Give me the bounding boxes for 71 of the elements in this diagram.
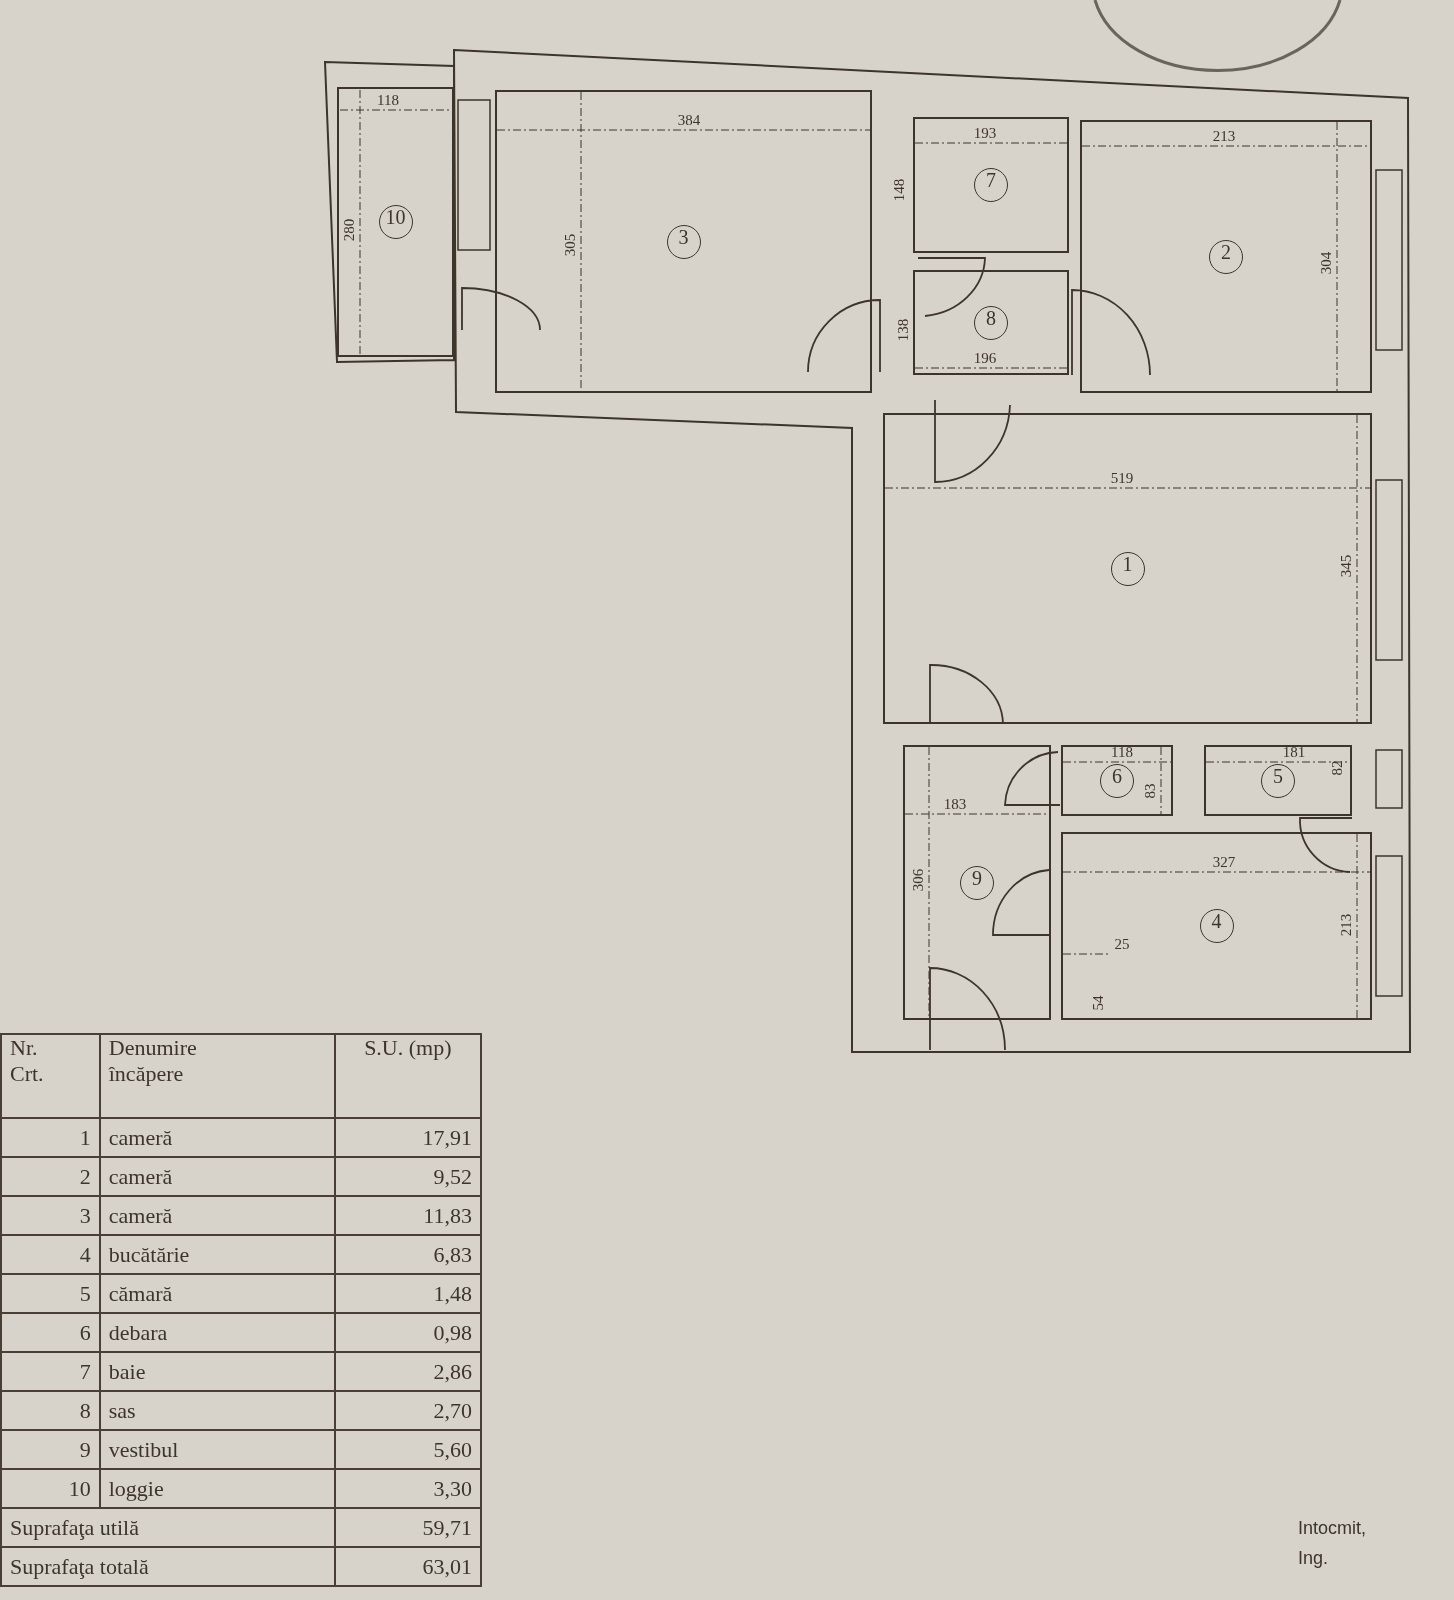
table-text: 6,83 bbox=[433, 1241, 472, 1268]
room-outline bbox=[883, 413, 1372, 724]
column-header: S.U. (mp) bbox=[364, 1035, 452, 1061]
table-text: 9,52 bbox=[433, 1163, 472, 1190]
room-outline bbox=[913, 270, 1069, 375]
dimension-label: 280 bbox=[341, 218, 357, 242]
room-outline bbox=[913, 117, 1069, 253]
dimension-label: 213 bbox=[1338, 913, 1354, 937]
dimension-label: 305 bbox=[562, 233, 578, 257]
table-text: vestibul bbox=[108, 1436, 179, 1463]
signature-text: Intocmit, bbox=[1298, 1518, 1367, 1539]
table-text: 5 bbox=[79, 1280, 91, 1307]
dimension-label: 196 bbox=[973, 350, 997, 366]
dimension-label: 306 bbox=[910, 868, 926, 892]
table-text: 17,91 bbox=[422, 1124, 472, 1151]
table-text: 11,83 bbox=[423, 1202, 472, 1229]
column-header: Denumire încăpere bbox=[108, 1035, 198, 1087]
table-text: 2,70 bbox=[433, 1397, 472, 1424]
table-text: 4 bbox=[79, 1241, 91, 1268]
dimension-label: 193 bbox=[973, 125, 997, 141]
table-text: 3,30 bbox=[433, 1475, 472, 1502]
table-text: cameră bbox=[108, 1124, 173, 1151]
table-text: cameră bbox=[108, 1202, 173, 1229]
room-outline bbox=[495, 90, 872, 393]
table-text: 59,71 bbox=[422, 1514, 472, 1541]
table-text: cămară bbox=[108, 1280, 173, 1307]
table-text: 3 bbox=[79, 1202, 91, 1229]
table-text: sas bbox=[108, 1397, 136, 1424]
table-text: 6 bbox=[79, 1319, 91, 1346]
table-text: 8 bbox=[79, 1397, 91, 1424]
table-text: 7 bbox=[79, 1358, 91, 1385]
column-header: Nr. Crt. bbox=[10, 1035, 45, 1087]
dimension-label: 82 bbox=[1329, 760, 1345, 776]
table-text: 10 bbox=[68, 1475, 91, 1502]
dimension-label: 138 bbox=[895, 318, 911, 342]
table-text: 2,86 bbox=[433, 1358, 472, 1385]
dimension-label: 25 bbox=[1114, 936, 1130, 952]
room-outline bbox=[903, 745, 1051, 1020]
room-outline bbox=[1061, 745, 1173, 816]
dimension-label: 384 bbox=[677, 112, 701, 128]
dimension-label: 54 bbox=[1090, 995, 1106, 1011]
dimension-label: 304 bbox=[1318, 251, 1334, 275]
dimension-label: 148 bbox=[891, 178, 907, 202]
table-text: baie bbox=[108, 1358, 146, 1385]
table-text: 63,01 bbox=[422, 1553, 472, 1580]
signature-text: Ing. bbox=[1298, 1548, 1329, 1569]
table-text: 9 bbox=[79, 1436, 91, 1463]
room-outline bbox=[337, 87, 454, 357]
table-text: cameră bbox=[108, 1163, 173, 1190]
dimension-label: 213 bbox=[1212, 128, 1236, 144]
table-text: bucătărie bbox=[108, 1241, 190, 1268]
table-text: Suprafaţa totală bbox=[10, 1553, 149, 1580]
dimension-label: 183 bbox=[943, 796, 967, 812]
table-text: debara bbox=[108, 1319, 168, 1346]
table-text: Suprafaţa utilă bbox=[10, 1514, 139, 1541]
dimension-label: 118 bbox=[377, 92, 399, 108]
dimension-label: 519 bbox=[1110, 470, 1134, 486]
room-outline bbox=[1204, 745, 1352, 816]
room-outline bbox=[1061, 832, 1372, 1020]
table-text: 5,60 bbox=[433, 1436, 472, 1463]
table-text: loggie bbox=[108, 1475, 164, 1502]
table-text: 1,48 bbox=[433, 1280, 472, 1307]
dimension-label: 345 bbox=[1338, 554, 1354, 578]
dimension-label: 327 bbox=[1212, 854, 1236, 870]
table-text: 0,98 bbox=[433, 1319, 472, 1346]
dimension-label: 181 bbox=[1282, 744, 1306, 760]
dimension-label: 83 bbox=[1142, 783, 1158, 799]
table-text: 2 bbox=[79, 1163, 91, 1190]
table-text: 1 bbox=[79, 1124, 91, 1151]
dimension-label: 118 bbox=[1111, 744, 1133, 760]
room-outline bbox=[1080, 120, 1372, 393]
